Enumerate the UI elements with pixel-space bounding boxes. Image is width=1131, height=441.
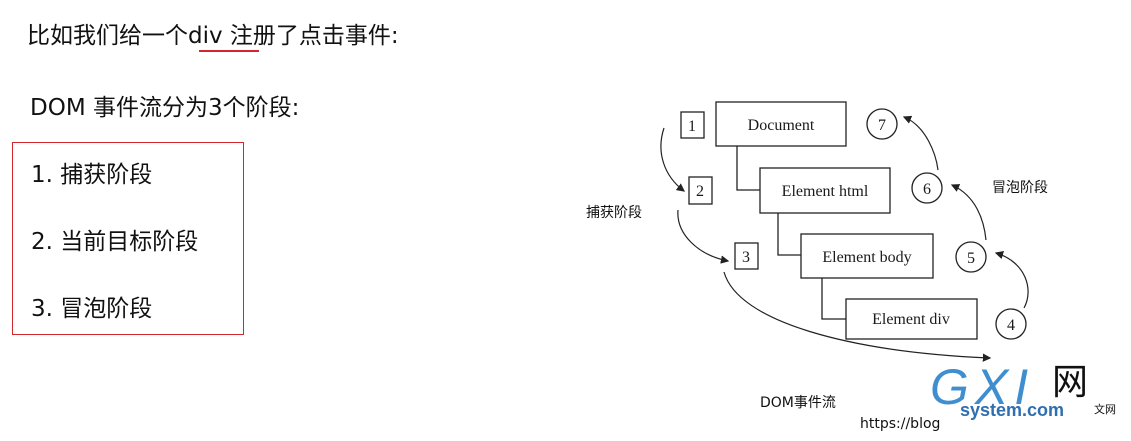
watermark-brand-letters: GXI <box>930 359 1034 415</box>
phase-list-box <box>12 142 244 335</box>
capture-step-1-label: 1 <box>688 118 696 135</box>
capture-phase-label: 捕获阶段 <box>586 205 642 221</box>
watermark-url-fragment: https://blog <box>860 416 940 432</box>
phase-item-target: 2. 当前目标阶段 <box>31 229 199 255</box>
capture-step-3-label: 3 <box>742 249 750 266</box>
bubble-arrow-6-to-7 <box>902 115 939 171</box>
bubble-arrow-4-to-5 <box>994 251 1029 309</box>
capture-arrow-1-to-2 <box>660 127 686 192</box>
bubble-step-7-label: 7 <box>878 117 886 134</box>
bubble-step-5-circle <box>955 241 987 273</box>
bubble-step-6-label: 6 <box>923 181 931 198</box>
capture-step-1-box <box>680 111 705 139</box>
intro-highlight-div: div <box>188 23 223 49</box>
watermark-faint-text: 文网 <box>1094 402 1116 416</box>
bubble-phase-label: 冒泡阶段 <box>992 180 1048 196</box>
capture-step-2-box <box>688 176 713 205</box>
node-html-box <box>759 167 891 214</box>
node-div-box <box>845 298 978 340</box>
bubble-step-5-label: 5 <box>967 250 975 267</box>
capture-arrow-2-to-3 <box>677 209 730 264</box>
watermark-domain: system.com <box>960 400 1064 420</box>
phase-item-bubble: 3. 冒泡阶段 <box>31 296 153 322</box>
bubble-step-7-circle <box>866 108 898 140</box>
capture-step-2-label: 2 <box>696 183 704 200</box>
dom-event-flow-caption: DOM事件流 <box>760 395 836 411</box>
capture-step-3-box <box>734 242 759 270</box>
node-document-box <box>715 101 847 147</box>
bubble-step-6-circle <box>911 172 943 204</box>
bubble-step-4-circle <box>995 308 1027 340</box>
tree-connectors <box>736 146 846 320</box>
bubble-arrow-5-to-6 <box>950 184 987 241</box>
intro-text-after: 注册了点击事件: <box>222 23 399 49</box>
intro-text-before: 比如我们给一个 <box>27 23 188 49</box>
node-body-box <box>800 233 934 279</box>
node-div-label: Element div <box>872 311 950 328</box>
capture-arrow-3-to-target <box>723 271 992 362</box>
node-html-label: Element html <box>782 183 869 200</box>
watermark-brand-suffix: 网 <box>1052 362 1088 403</box>
node-body-label: Element body <box>822 249 911 266</box>
watermark: https://blog GXI 网 system.com 文网 <box>860 359 1116 432</box>
bubble-step-4-label: 4 <box>1007 317 1015 334</box>
node-document-label: Document <box>748 117 815 134</box>
red-underline-mark <box>199 50 259 52</box>
phase-item-capture: 1. 捕获阶段 <box>31 162 153 188</box>
intro-sentence: 比如我们给一个div 注册了点击事件: <box>27 16 399 50</box>
dom-phases-heading: DOM 事件流分为3个阶段: <box>30 95 300 121</box>
